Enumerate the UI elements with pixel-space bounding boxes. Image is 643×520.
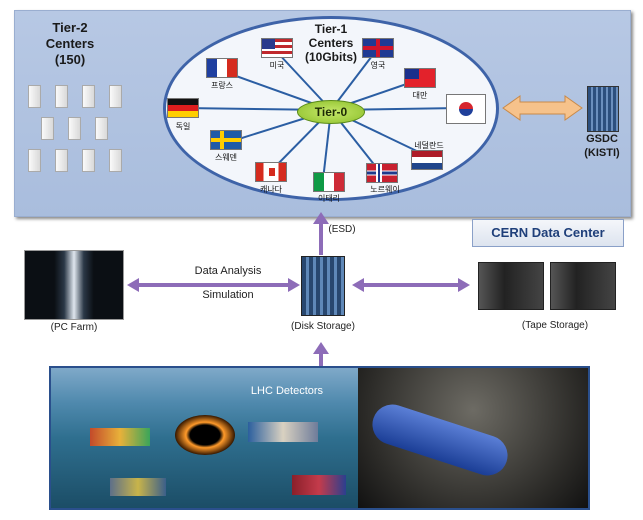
korea-flag-icon: [446, 94, 486, 124]
tape-storage-icon: [550, 262, 616, 310]
tier2-title: Tier-2: [52, 20, 88, 35]
country-label-germany: 독일: [175, 122, 191, 131]
sweden-flag-icon: [210, 130, 242, 150]
country-label-norway: 노르웨이: [370, 185, 400, 194]
gsdc-double-arrow: [502, 95, 583, 121]
cern-data-center-label: CERN Data Center: [472, 219, 624, 247]
country-label-canada: 캐나다: [259, 185, 283, 194]
country-label-uk: 영국: [370, 61, 386, 70]
server-icon: [28, 149, 41, 172]
tape-storage-icon: [478, 262, 544, 310]
detector-photo: [90, 428, 150, 446]
tier1-title: Tier-1: [314, 22, 348, 36]
gsdc-label: GSDC (KISTI): [570, 132, 634, 160]
simulation-label: Simulation: [202, 289, 254, 301]
server-icon: [82, 149, 95, 172]
norway-flag-icon: [366, 163, 398, 183]
lhc-image-frame: [49, 366, 590, 510]
disk-storage-label: (Disk Storage): [291, 321, 355, 332]
server-icon: [109, 149, 122, 172]
france-flag-icon: [206, 58, 238, 78]
esd-label: (ESD): [328, 224, 356, 235]
country-label-france: 프랑스: [210, 81, 234, 90]
server-icon: [82, 85, 95, 108]
country-label-sweden: 스웨덴: [214, 153, 238, 162]
tape-arrow-left-head: [352, 278, 364, 292]
detector-photo: [248, 422, 318, 442]
tier1-bandwidth: (10Gbits): [304, 50, 357, 64]
server-icon: [55, 149, 68, 172]
server-icon: [95, 117, 108, 140]
data-analysis-label: Data Analysis: [194, 265, 262, 277]
tier1-label: Tier-1 Centers (10Gbits): [291, 22, 371, 64]
server-icon: [55, 85, 68, 108]
gsdc-org: (KISTI): [584, 147, 620, 159]
server-icon: [68, 117, 81, 140]
gsdc-server-icon: [587, 86, 619, 132]
canada-flag-icon: [255, 162, 287, 182]
uk-flag-icon: [362, 38, 394, 58]
tape-arrow-right-head: [458, 278, 470, 292]
tier2-count: (150): [54, 52, 86, 67]
lhc-arrow-head: [313, 342, 329, 354]
collision-event-image: [175, 415, 235, 455]
server-icon: [28, 85, 41, 108]
tier2-servers: [28, 85, 138, 180]
country-label-italy: 이태리: [317, 194, 341, 203]
lhc-detectors-label: LHC Detectors: [250, 385, 324, 397]
usa-flag-icon: [261, 38, 293, 58]
tier2-subtitle: Centers: [45, 36, 95, 51]
tier2-label: Tier-2 Centers (150): [40, 20, 100, 68]
server-icon: [109, 85, 122, 108]
analysis-arrow-right-head: [288, 278, 300, 292]
detector-photo: [110, 478, 166, 496]
country-label-usa: 미국: [269, 61, 285, 70]
analysis-arrow-left-head: [127, 278, 139, 292]
tier0-node: Tier-0: [297, 100, 365, 124]
tape-storage-label: (Tape Storage): [521, 320, 589, 331]
esd-arrow-head: [313, 212, 329, 224]
italy-flag-icon: [313, 172, 345, 192]
gsdc-name: GSDC: [586, 133, 618, 145]
netherlands-flag-icon: [411, 150, 443, 170]
tier1-subtitle: Centers: [308, 36, 354, 50]
pc-farm-label: (PC Farm): [50, 322, 98, 333]
country-label-taiwan: 대만: [412, 91, 428, 100]
germany-flag-icon: [167, 98, 199, 118]
detector-photo: [292, 475, 346, 495]
server-icon: [41, 117, 54, 140]
taiwan-flag-icon: [404, 68, 436, 88]
disk-storage-icon: [301, 256, 345, 316]
pc-farm-image: [24, 250, 124, 320]
country-label-netherlands: 네덜란드: [414, 141, 444, 150]
